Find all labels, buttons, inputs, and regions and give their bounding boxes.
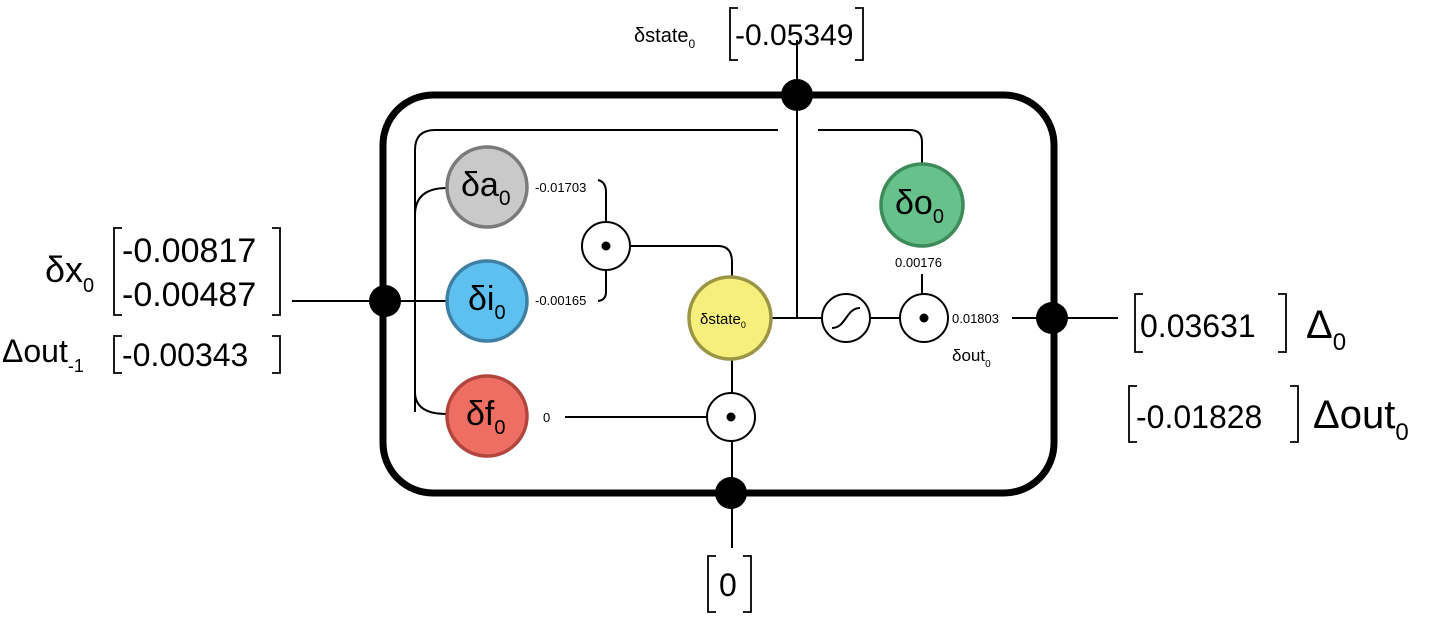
gate-f-label: δf0	[466, 395, 506, 439]
top-input-bracket-right	[855, 7, 864, 61]
out-node-value: 0.01803	[952, 311, 999, 326]
gate-i-value: -0.00165	[535, 293, 586, 308]
gate-values: -0.01703 -0.00165 0 0.00176 0.01803 δout…	[535, 180, 999, 425]
junction-left	[369, 285, 401, 317]
right-out-label: Δout0	[1313, 393, 1409, 446]
left-x-label: δx0	[45, 249, 94, 297]
left-x-bracket-left	[113, 227, 122, 316]
gate-o-value: 0.00176	[895, 255, 942, 270]
top-input-bracket-left	[729, 7, 738, 61]
left-inputs: δx0 -0.00817 -0.00487 Δout-1 -0.00343	[2, 227, 281, 376]
left-x-value-1: -0.00817	[122, 232, 256, 270]
gate-a-value: -0.01703	[535, 180, 586, 195]
right-out-value: -0.01828	[1136, 399, 1262, 435]
right-delta-bracket-left	[1134, 293, 1143, 353]
right-delta-label: Δ0	[1306, 303, 1346, 356]
wire-mult-to-state	[630, 245, 733, 278]
tanh-node	[821, 293, 871, 343]
junction-bottom	[715, 477, 747, 509]
gate-o-label: δo0	[895, 184, 944, 228]
wire-to-gate-f	[414, 391, 448, 415]
state-node-label: δstate0	[700, 311, 746, 330]
gate-circles	[445, 145, 965, 458]
top-input: δstate0 -0.05349	[634, 7, 864, 61]
gate-o-circle	[879, 162, 965, 248]
right-delta-value: 0.03631	[1140, 308, 1256, 344]
gate-i-circle	[445, 259, 529, 343]
left-out-value: -0.00343	[122, 337, 248, 373]
right-outputs: 0.03631 Δ0 -0.01828 Δout0	[1128, 293, 1409, 446]
out-node-label: δout0	[952, 346, 991, 370]
tanh-curve-icon	[831, 307, 861, 329]
gate-i-label: δi0	[468, 280, 506, 324]
wire-to-gate-o	[818, 129, 923, 163]
multiply-dot-icon	[919, 313, 929, 323]
wire-left-bus	[414, 129, 778, 412]
operators	[581, 221, 949, 442]
multiply-node-out	[899, 293, 949, 343]
left-out-bracket-right	[272, 335, 281, 374]
gate-f-circle	[445, 374, 529, 458]
bottom-output: 0	[707, 555, 752, 613]
left-out-label: Δout-1	[2, 333, 84, 376]
multiply-dot-icon	[726, 412, 736, 422]
multiply-node-ai	[581, 221, 631, 271]
gate-a-label: δa0	[461, 166, 511, 210]
gate-f-value: 0	[543, 410, 550, 425]
top-input-label: δstate0	[634, 25, 696, 51]
right-out-bracket-right	[1290, 385, 1299, 443]
left-x-value-2: -0.00487	[122, 276, 256, 314]
wire-i-to-mult	[597, 270, 607, 302]
bottom-bracket-right	[743, 555, 752, 613]
wire-to-gate-a	[414, 187, 448, 216]
right-delta-bracket-right	[1278, 293, 1287, 353]
left-out-bracket-left	[113, 335, 122, 374]
left-x-bracket-right	[272, 227, 281, 316]
wire-a-to-mult	[597, 179, 607, 222]
multiply-dot-icon	[601, 241, 611, 251]
top-input-value: -0.05349	[735, 19, 853, 52]
bottom-bracket-left	[707, 555, 716, 613]
bottom-value: 0	[719, 567, 737, 603]
junction-dots	[369, 79, 1068, 509]
state-node-circle	[687, 275, 773, 361]
gate-labels: δa0 δi0 δf0 δo0 δstate0	[461, 166, 944, 439]
junction-top	[781, 79, 813, 111]
multiply-node-f	[706, 392, 756, 442]
gate-a-circle	[445, 145, 529, 229]
right-out-bracket-left	[1128, 385, 1137, 443]
junction-right	[1036, 302, 1068, 334]
